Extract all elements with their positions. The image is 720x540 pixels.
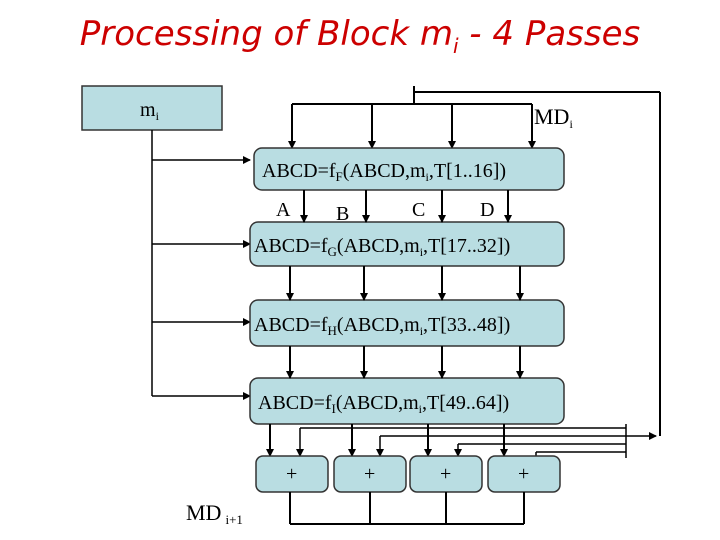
adder-1: +: [255, 455, 329, 493]
register-label-a: A: [276, 199, 291, 221]
pass-box-i: ABCD=fI(ABCD,mi,T[49..64]): [249, 377, 565, 425]
pass-box-h: ABCD=fH(ABCD,mi,T[33..48]): [249, 299, 565, 347]
adder-3: +: [409, 455, 483, 493]
md-block-label: MDi: [534, 104, 573, 131]
adder-2: +: [333, 455, 407, 493]
feedback-lines: [296, 424, 657, 458]
svg-text:ABCD=fH(ABCD,mi,T[33..48]): ABCD=fH(ABCD,mi,T[33..48]): [254, 314, 510, 338]
svg-text:ABCD=fI(ABCD,mi,T[49..64]): ABCD=fI(ABCD,mi,T[49..64]): [258, 392, 509, 416]
input-block: [81, 85, 223, 131]
pass-box-f: ABCD=fF(ABCD,mi,T[1..16]): [253, 147, 565, 191]
svg-text:+: +: [440, 463, 451, 485]
svg-text:+: +: [286, 463, 297, 485]
register-label-d: D: [480, 199, 494, 221]
svg-text:ABCD=fG(ABCD,mi,T[17..32]): ABCD=fG(ABCD,mi,T[17..32]): [254, 235, 510, 259]
adder-4: +: [487, 455, 561, 493]
md-input-bus: [288, 86, 661, 436]
pass-connectors: [286, 190, 524, 379]
svg-text:+: +: [364, 463, 375, 485]
svg-text:+: +: [518, 463, 529, 485]
pass-box-g: ABCD=fG(ABCD,mi,T[17..32]): [249, 221, 565, 267]
input-block-label: mi: [140, 99, 160, 123]
message-bus: [151, 130, 251, 400]
page-title: Processing of Block mi - 4 Passes: [79, 14, 641, 58]
output-bus: [289, 492, 525, 525]
register-label-c: C: [412, 199, 425, 221]
adder-inputs: [266, 424, 508, 457]
svg-text:ABCD=fF(ABCD,mi,T[1..16]): ABCD=fF(ABCD,mi,T[1..16]): [262, 160, 506, 184]
register-label-b: B: [336, 203, 349, 225]
